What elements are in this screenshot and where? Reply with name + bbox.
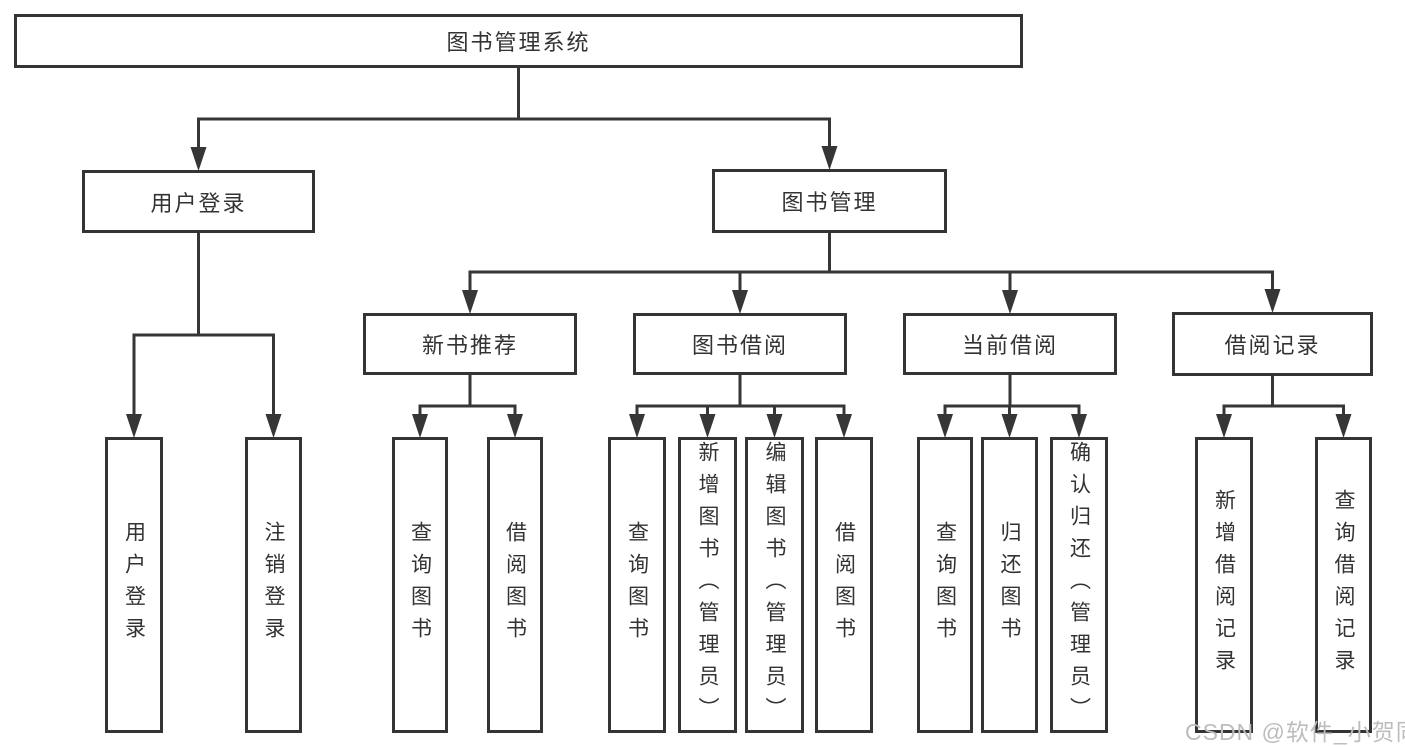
leaf-records-add-record: 新增借阅记录 [1195, 437, 1253, 733]
leaf-borrow-query-books: 查询图书 [608, 437, 666, 733]
csdn-watermark: CSDN @软件_小贺同学 [1185, 719, 1405, 745]
node-library-management-system: 图书管理系统 [14, 14, 1023, 68]
node-label: 查询图书 [933, 521, 957, 649]
node-user-login: 用户登录 [82, 170, 315, 233]
node-label: 借阅记录 [1224, 333, 1321, 358]
leaf-user-login: 用户登录 [105, 437, 163, 733]
node-label: 借阅图书 [503, 521, 527, 649]
leaf-borrow-borrow-books: 借阅图书 [815, 437, 873, 733]
node-new-book-recommendation: 新书推荐 [363, 313, 577, 375]
node-label: 查询借阅记录 [1332, 489, 1355, 681]
node-label: 新增借阅记录 [1212, 489, 1236, 681]
node-label: 当前借阅 [961, 333, 1058, 358]
leaf-borrow-add-books-admin: 新增图书（管理员） [678, 437, 737, 733]
leaf-current-confirm-return-admin: 确认归还（管理员） [1050, 437, 1108, 733]
node-label: 图书借阅 [691, 333, 788, 358]
node-label: 新增图书（管理员） [696, 441, 719, 729]
node-book-management: 图书管理 [712, 169, 947, 233]
node-borrowing-records: 借阅记录 [1172, 312, 1373, 376]
node-label: 借阅图书 [832, 521, 856, 649]
node-label: 图书管理 [781, 190, 878, 215]
node-label: 查询图书 [625, 521, 649, 649]
leaf-newbooks-borrow-books: 借阅图书 [487, 437, 543, 733]
node-label: 注销登录 [262, 521, 285, 649]
leaf-logout: 注销登录 [245, 437, 302, 733]
node-label: 查询图书 [408, 521, 432, 649]
leaf-current-return-books: 归还图书 [981, 437, 1038, 733]
node-label: 归还图书 [998, 521, 1021, 649]
node-label: 用户登录 [122, 521, 146, 649]
leaf-records-query-record: 查询借阅记录 [1315, 437, 1372, 733]
node-book-borrowing: 图书借阅 [633, 313, 847, 375]
leaf-borrow-edit-books-admin: 编辑图书（管理员） [745, 437, 804, 733]
node-label: 新书推荐 [421, 333, 518, 358]
node-label: 编辑图书（管理员） [763, 441, 786, 729]
node-current-borrowing: 当前借阅 [903, 313, 1117, 375]
leaf-newbooks-query-books: 查询图书 [392, 437, 448, 733]
node-label: 图书管理系统 [446, 30, 591, 55]
leaf-current-query-books: 查询图书 [917, 437, 973, 733]
node-label: 用户登录 [150, 190, 247, 216]
node-label: 确认归还（管理员） [1067, 441, 1091, 729]
